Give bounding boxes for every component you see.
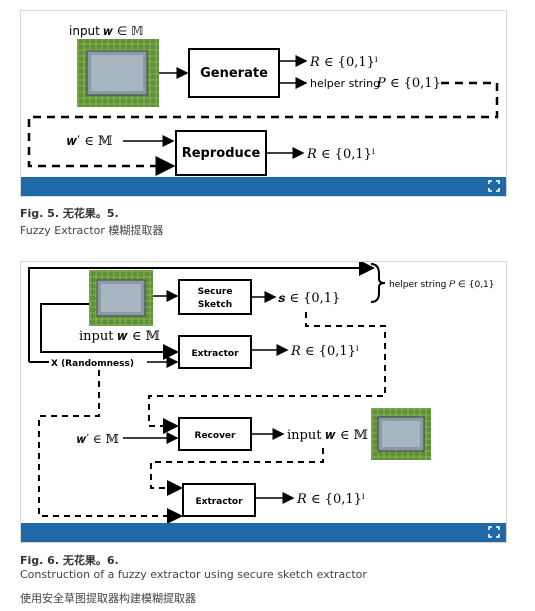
s-output-label: 𝒔 ∈ {0,1} bbox=[278, 291, 340, 306]
figure-6-caption-title: Fig. 6. 无花果。6. bbox=[20, 554, 119, 567]
randomness-label: X (Randomness) bbox=[51, 359, 134, 369]
figure-6: Secure Sketch 𝒔 ∈ {0,1} helper string 𝑃 … bbox=[20, 261, 507, 543]
helper-string-label: helper string 𝑃 ∈ {0,1} bbox=[389, 280, 494, 290]
r-output-label-1: 𝑅 ∈ {0,1}ˡ bbox=[290, 344, 359, 359]
figure-6-caption-text: Construction of a fuzzy extractor using … bbox=[20, 568, 367, 581]
r-output-label: 𝑅 ∈ {0,1}ˡ bbox=[309, 55, 378, 70]
secure-sketch-label-1: Secure bbox=[198, 287, 233, 297]
fingerprint-chip-image bbox=[77, 39, 159, 107]
reproduce-label: Reproduce bbox=[182, 146, 261, 161]
fingerprint-chip-image-2 bbox=[371, 408, 431, 460]
w-prime-label: 𝒘′ ∈ 𝕄 bbox=[67, 134, 112, 149]
extractor-box-2 bbox=[182, 483, 256, 517]
helper-p-label: 𝑃 ∈ {0,1} bbox=[376, 76, 441, 91]
recover-label: Recover bbox=[195, 431, 237, 441]
figure-5-caption-title: Fig. 5. 无花果。5. bbox=[20, 207, 119, 220]
helper-string-label: helper string bbox=[310, 77, 380, 90]
secure-sketch-box bbox=[178, 279, 252, 315]
secure-sketch-diagram: Secure Sketch 𝒔 ∈ {0,1} helper string 𝑃 … bbox=[28, 262, 494, 524]
r-reproduce-output-label: 𝑅 ∈ {0,1}ˡ bbox=[306, 147, 375, 162]
fingerprint-chip-image bbox=[89, 270, 153, 326]
recover-box bbox=[178, 417, 252, 451]
extractor-label-2: Extractor bbox=[195, 497, 243, 507]
secure-sketch-label-2: Sketch bbox=[198, 300, 232, 310]
generate-box bbox=[188, 48, 280, 98]
w-prime-label: 𝒘′ ∈ 𝕄 bbox=[77, 432, 119, 446]
fuzzy-extractor-diagram: input 𝒘 ∈ 𝕄 Generate 𝑅 ∈ {0,1}ˡ helper s… bbox=[27, 24, 499, 176]
recover-output-label: input 𝒘 ∈ 𝕄 bbox=[287, 428, 368, 443]
figure-5-caption-text: Fuzzy Extractor 模糊提取器 bbox=[20, 224, 164, 237]
extractor-label-1: Extractor bbox=[191, 349, 239, 359]
expand-icon[interactable] bbox=[488, 180, 500, 192]
expand-icon[interactable] bbox=[488, 526, 500, 538]
figure-5: input 𝒘 ∈ 𝕄 Generate 𝑅 ∈ {0,1}ˡ helper s… bbox=[20, 10, 507, 197]
brace-icon bbox=[370, 263, 386, 303]
figure-toolbar bbox=[21, 523, 506, 542]
r-output-label-2: 𝑅 ∈ {0,1}ˡ bbox=[296, 492, 365, 507]
figure-6-caption-zh: 使用安全草图提取器构建模糊提取器 bbox=[20, 592, 196, 605]
extractor-box-1 bbox=[178, 335, 252, 369]
input-w-label: input 𝒘 ∈ 𝕄 bbox=[69, 24, 143, 38]
generate-label: Generate bbox=[200, 66, 268, 81]
reproduce-box bbox=[175, 130, 267, 176]
input-w-label: input 𝒘 ∈ 𝕄 bbox=[79, 329, 160, 344]
figure-toolbar bbox=[21, 177, 506, 196]
